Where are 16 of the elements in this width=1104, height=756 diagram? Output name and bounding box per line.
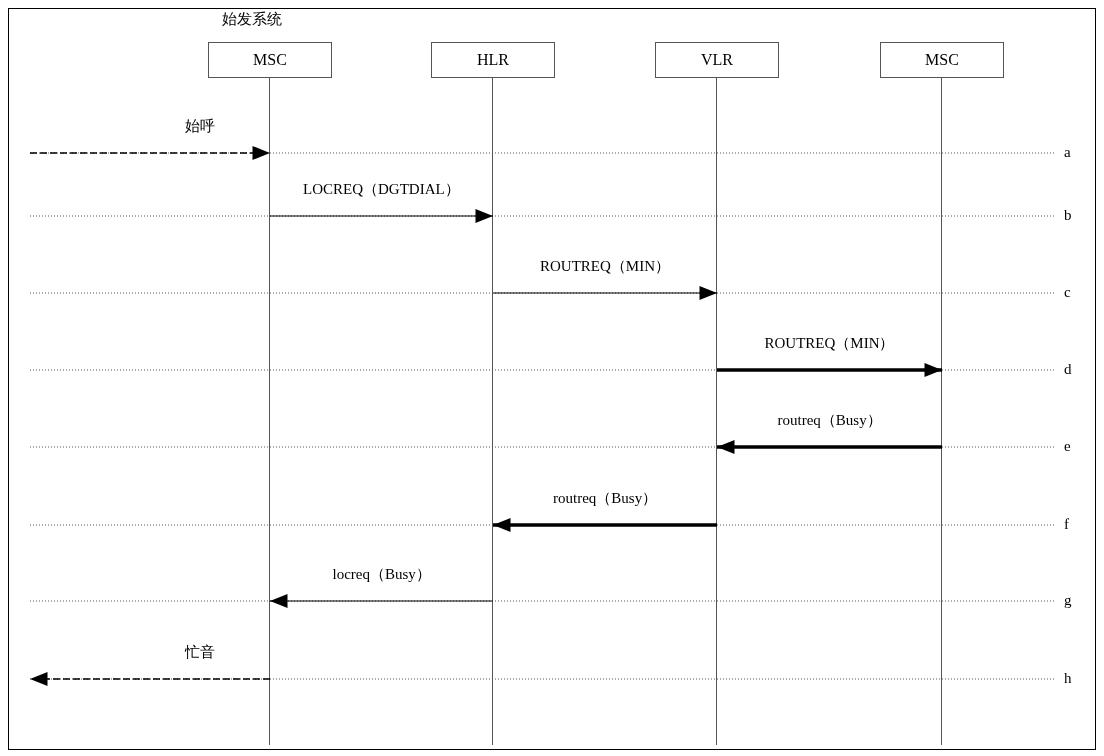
message-arrow xyxy=(29,672,271,686)
participant-box: HLR xyxy=(431,42,555,78)
message-arrow xyxy=(29,146,271,160)
message-arrow xyxy=(717,363,942,377)
participant-box: MSC xyxy=(880,42,1004,78)
message-arrow xyxy=(493,518,717,532)
system-caption: 始发系统 xyxy=(220,10,284,29)
message-arrow xyxy=(269,594,494,608)
participant-box: VLR xyxy=(655,42,779,78)
message-arrow xyxy=(717,440,942,454)
message-label: 忙音 xyxy=(183,643,217,662)
message-label: 始呼 xyxy=(183,117,217,136)
message-arrow xyxy=(492,286,718,300)
participant-box: MSC xyxy=(208,42,332,78)
message-arrow xyxy=(269,209,494,223)
participant-lifeline xyxy=(880,42,1004,745)
